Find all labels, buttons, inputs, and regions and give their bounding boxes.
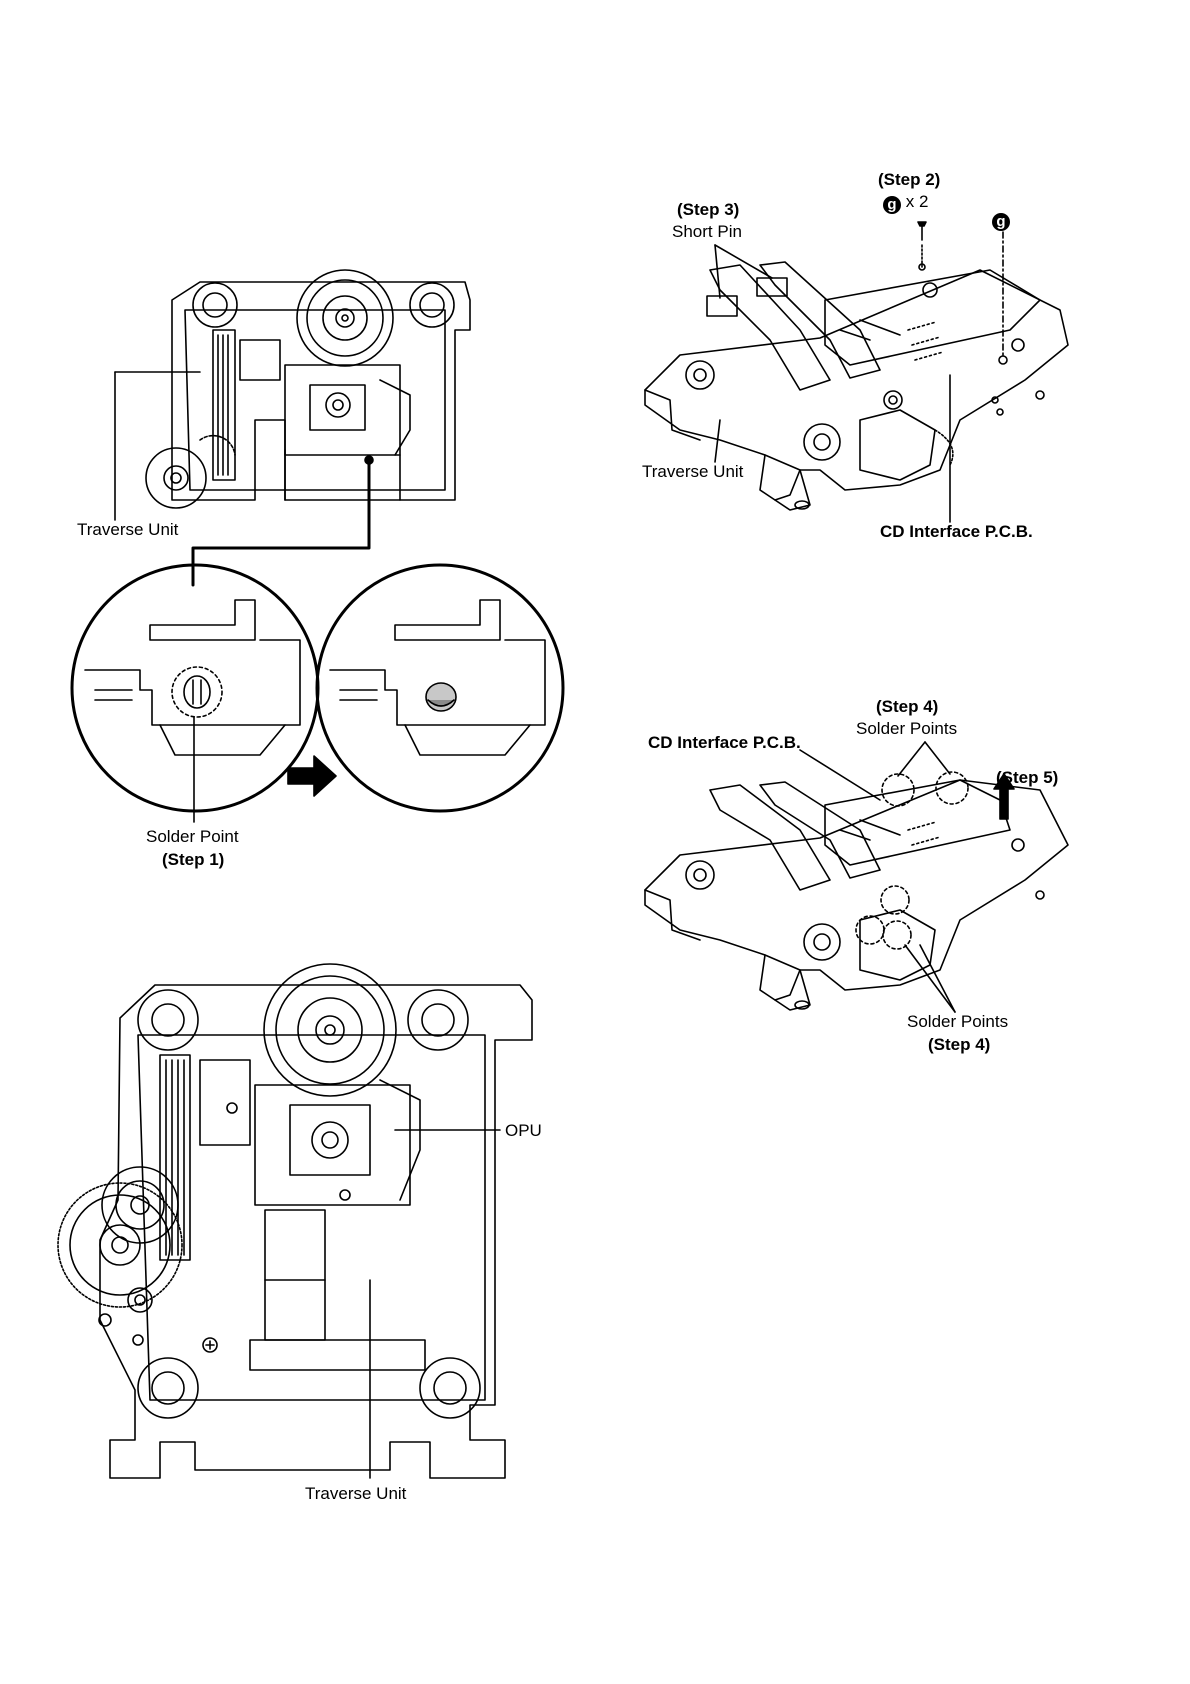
label-screw-count: x 2 bbox=[906, 192, 929, 211]
leader-traverse-unit-d bbox=[715, 420, 720, 462]
solder-point-before-circle bbox=[72, 565, 318, 822]
traverse-unit-top-view bbox=[146, 270, 470, 508]
label-solder-points-top: Solder Points bbox=[856, 719, 957, 739]
leader-solder-points-top-2 bbox=[925, 742, 950, 774]
leader-short-pin-1 bbox=[715, 245, 720, 298]
screw-g-icon: g bbox=[992, 213, 1010, 231]
label-traverse-unit-c: Traverse Unit bbox=[305, 1484, 406, 1504]
label-opu: OPU bbox=[505, 1121, 542, 1141]
label-step-3: (Step 3) bbox=[677, 200, 739, 220]
pcb-removal-view bbox=[645, 772, 1068, 1010]
label-step-1: (Step 1) bbox=[162, 850, 224, 870]
label-step-2: (Step 2) bbox=[878, 170, 940, 190]
leader-solder-points-bottom-2 bbox=[920, 945, 955, 1012]
label-traverse-unit-d: Traverse Unit bbox=[642, 462, 743, 482]
leader-short-pin-2 bbox=[715, 245, 772, 278]
label-step-5: (Step 5) bbox=[996, 768, 1058, 788]
leader-solder-points-top-1 bbox=[898, 742, 925, 776]
screw-indicator: g x 2 bbox=[883, 192, 928, 214]
label-solder-point: Solder Point bbox=[146, 827, 239, 847]
label-traverse-unit-a: Traverse Unit bbox=[77, 520, 178, 540]
solder-point-after-circle bbox=[317, 565, 563, 811]
label-cd-interface-pcb-d: CD Interface P.C.B. bbox=[880, 522, 1033, 542]
label-solder-points-bottom: Solder Points bbox=[907, 1012, 1008, 1032]
leader-solder-points-bottom-1 bbox=[905, 945, 955, 1012]
label-step-4-bottom: (Step 4) bbox=[928, 1035, 990, 1055]
step-arrow-right bbox=[288, 756, 336, 796]
traverse-unit-bottom-view bbox=[58, 964, 532, 1478]
screw-g-icon: g bbox=[883, 196, 901, 214]
label-step-4-top: (Step 4) bbox=[876, 697, 938, 717]
label-cd-interface-pcb-e: CD Interface P.C.B. bbox=[648, 733, 801, 753]
leader-pcb-e bbox=[800, 750, 880, 800]
label-short-pin: Short Pin bbox=[672, 222, 742, 242]
